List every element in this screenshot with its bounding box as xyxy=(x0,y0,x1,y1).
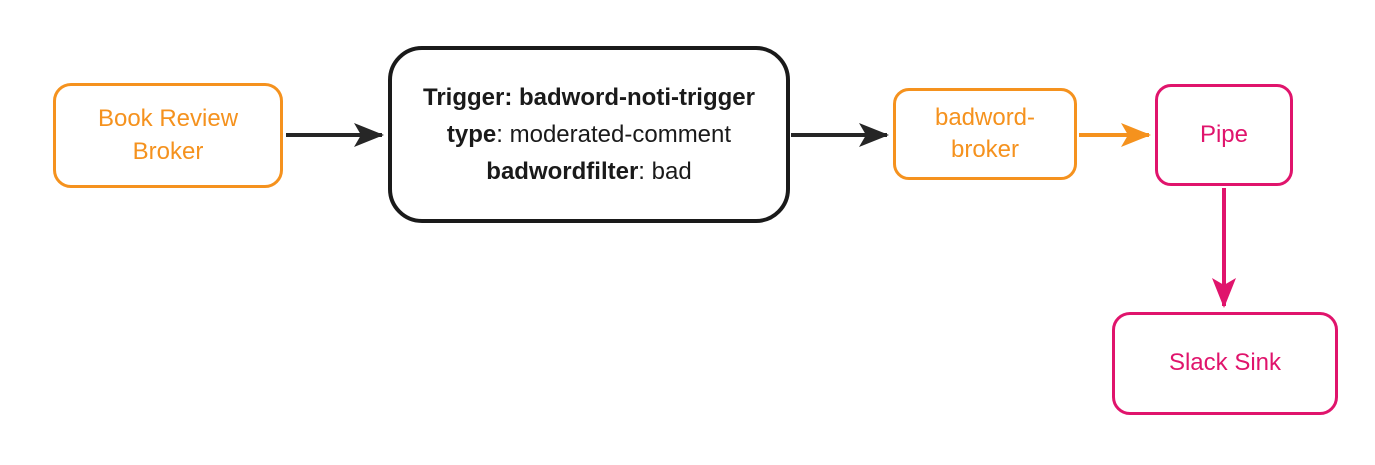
trigger-text: Trigger: badword-noti-trigger type: mode… xyxy=(423,79,755,190)
trigger-name: Trigger: badword-noti-trigger xyxy=(423,84,755,111)
trigger-line-2: type: moderated-comment xyxy=(423,116,755,153)
node-book-review-broker: Book Review Broker xyxy=(53,83,283,188)
trigger-type-value: : moderated-comment xyxy=(496,121,732,148)
node-book-review-broker-label: Book Review Broker xyxy=(97,105,239,165)
node-pipe: Pipe xyxy=(1155,84,1293,186)
node-badword-broker-label: badword-broker xyxy=(934,103,1036,163)
node-pipe-label: Pipe xyxy=(1199,120,1249,148)
node-trigger: Trigger: badword-noti-trigger type: mode… xyxy=(388,46,790,223)
trigger-filter-key: badwordfilter xyxy=(486,158,639,185)
trigger-filter-value: : bad xyxy=(638,158,692,185)
node-slack-sink-label: Slack Sink xyxy=(1168,349,1282,377)
node-badword-broker: badword-broker xyxy=(893,88,1077,180)
trigger-line-3: badwordfilter: bad xyxy=(423,153,755,190)
trigger-type-key: type xyxy=(446,121,497,148)
node-slack-sink: Slack Sink xyxy=(1112,312,1338,415)
trigger-line-1: Trigger: badword-noti-trigger xyxy=(423,79,755,116)
